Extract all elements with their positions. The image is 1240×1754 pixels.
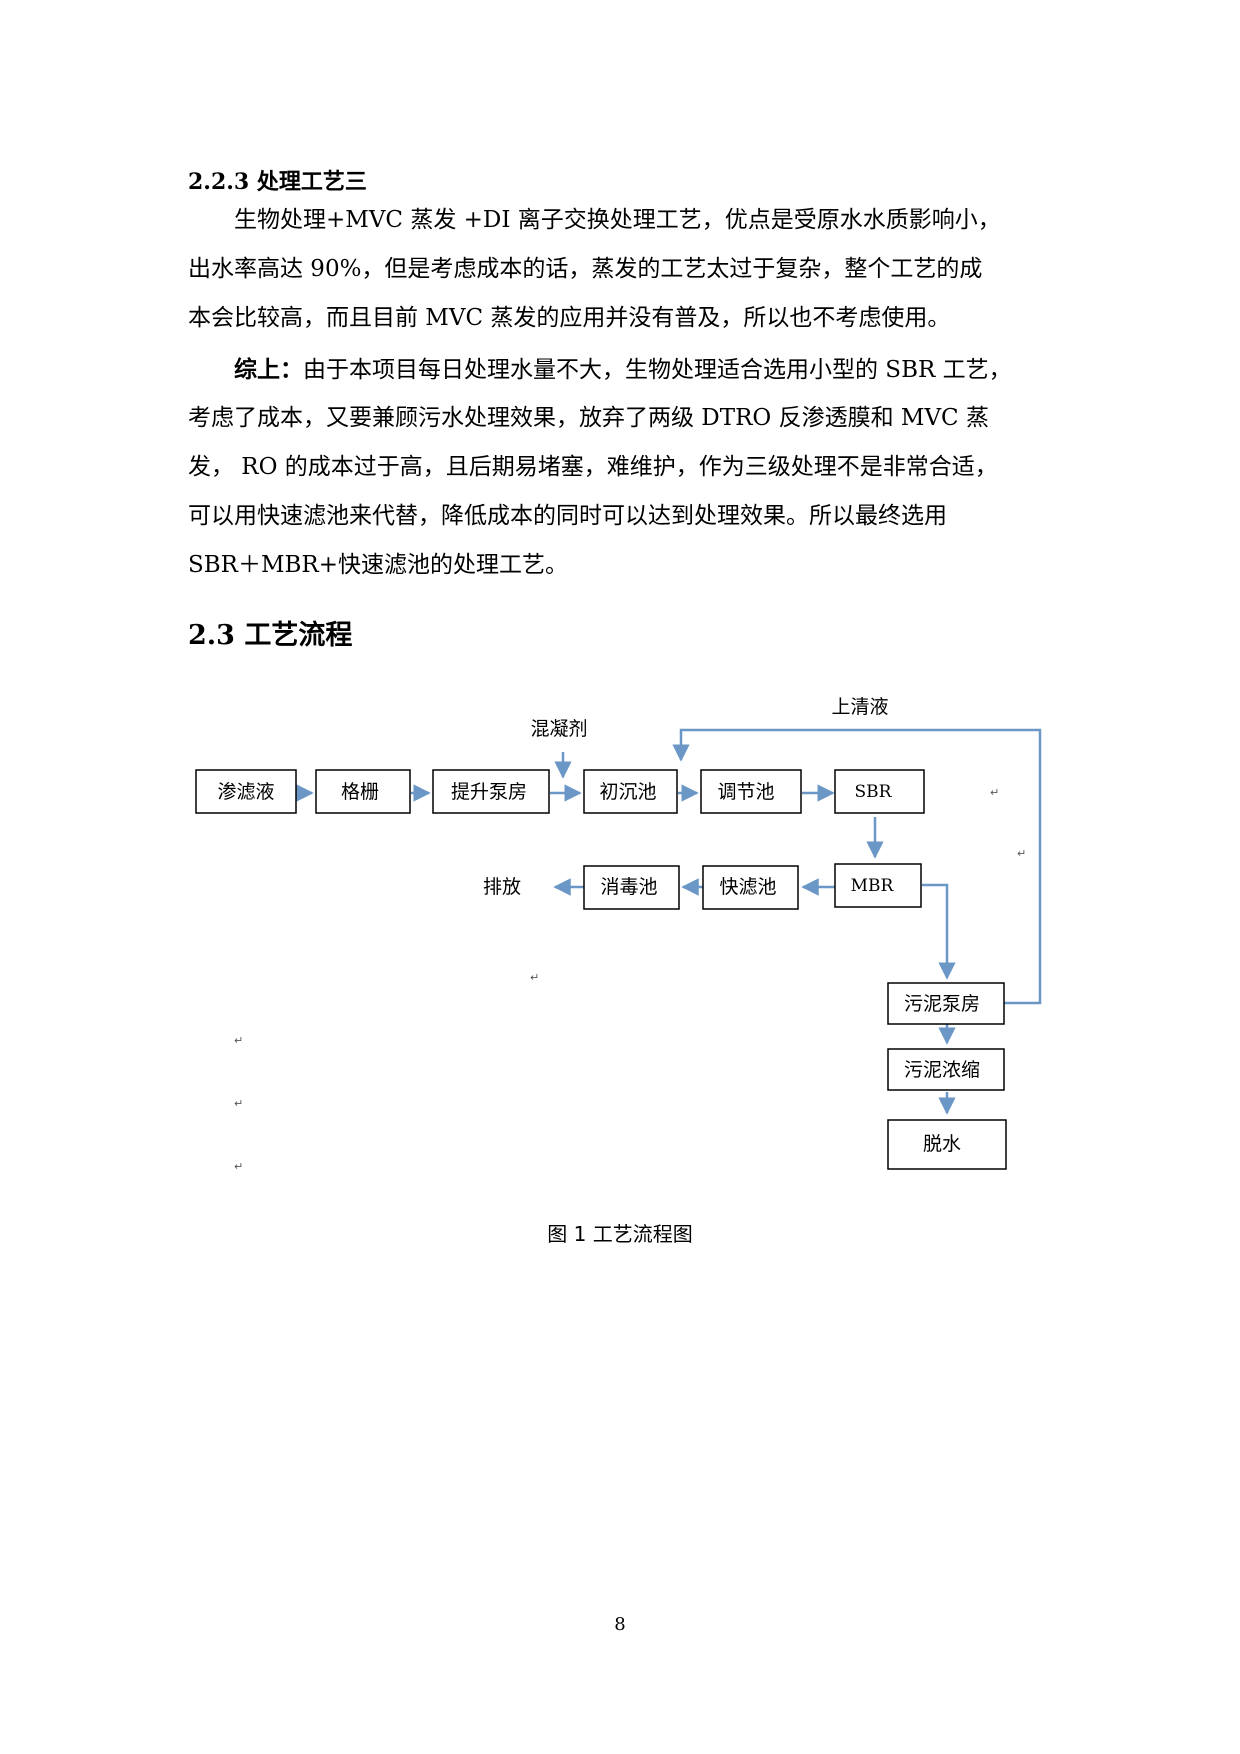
- paragraph-mark: ↵: [234, 1160, 243, 1173]
- label-dewater: 脱水: [923, 1133, 961, 1155]
- label-pump-house: 提升泵房: [451, 781, 527, 803]
- paragraph-mark: ↵: [234, 1034, 243, 1047]
- paragraph-line: 发， RO 的成本过于高，且后期易堵塞，难维护，作为三级处理不是非常合适，: [188, 454, 998, 480]
- label-sbr: SBR: [855, 782, 893, 802]
- label-leachate: 渗滤液: [217, 781, 274, 803]
- summary-text: 由于本项目每日处理水量不大，生物处理适合选用小型的 SBR 工艺，: [303, 357, 1012, 383]
- flow-arrows: [296, 728, 1042, 1115]
- label-sludge-pump: 污泥泵房: [904, 993, 980, 1015]
- label-coagulant: 混凝剂: [530, 718, 587, 740]
- label-primary-settling: 初沉池: [599, 781, 656, 803]
- section-heading-2-2-3: 2.2.3 处理工艺三: [188, 169, 367, 195]
- box-sbr: [834, 769, 925, 814]
- paragraph-line: SBR＋MBR+快速滤池的处理工艺。: [188, 552, 569, 578]
- paragraph-mark: ↵: [990, 786, 999, 799]
- box-sludge-thicken: [887, 1048, 1005, 1091]
- label-fast-filter: 快滤池: [719, 876, 776, 898]
- label-supernatant: 上清液: [831, 696, 888, 718]
- label-mbr: MBR: [851, 876, 895, 896]
- paragraph-line: 可以用快速滤池来代替，降低成本的同时可以达到处理效果。所以最终选用: [188, 503, 947, 529]
- flow-labels: 渗滤液 格栅 提升泵房 初沉池 调节池 SBR MBR 快滤池 消毒池 排放 污…: [217, 696, 980, 1155]
- box-grille: [315, 769, 411, 814]
- box-pump-house: [432, 769, 550, 814]
- box-mbr: [834, 863, 922, 908]
- label-discharge: 排放: [483, 876, 521, 898]
- paragraph-line: 出水率高达 90%，但是考虑成本的话，蒸发的工艺太过于复杂，整个工艺的成: [188, 256, 983, 282]
- paragraph-marks: ↵ ↵ ↵ ↵ ↵ ↵: [234, 786, 1026, 1173]
- paragraph-mark: ↵: [530, 971, 539, 984]
- arrow-supernatant-return: [672, 728, 1042, 1005]
- figure-caption: 图 1 工艺流程图: [547, 1222, 693, 1246]
- summary-lead: 综上：: [234, 356, 303, 383]
- flow-boxes: [195, 769, 1007, 1170]
- section-heading-2-3: 2.3 工艺流程: [188, 620, 353, 651]
- paragraph-line: 生物处理+MVC 蒸发 +DI 离子交换处理工艺，优点是受原水水质影响小，: [234, 207, 1001, 233]
- box-fast-filter: [702, 865, 799, 910]
- box-disinfection: [583, 865, 680, 910]
- box-sludge-pump: [887, 982, 1005, 1025]
- arrow-mbr-sludgepump: [922, 883, 956, 980]
- paragraph-process-three: 生物处理+MVC 蒸发 +DI 离子交换处理工艺，优点是受原水水质影响小， 出水…: [188, 196, 1060, 343]
- box-primary-settling: [583, 769, 678, 814]
- paragraph-summary: 综上：由于本项目每日处理水量不大，生物处理适合选用小型的 SBR 工艺， 考虑了…: [188, 345, 1060, 590]
- box-leachate: [195, 769, 297, 814]
- paragraph-line: 考虑了成本，又要兼顾污水处理效果，放弃了两级 DTRO 反渗透膜和 MVC 蒸: [188, 405, 989, 431]
- box-regulating: [700, 769, 802, 814]
- paragraph-line: 综上：由于本项目每日处理水量不大，生物处理适合选用小型的 SBR 工艺，: [188, 345, 1060, 394]
- box-dewater: [887, 1119, 1007, 1170]
- paragraph-line: 本会比较高，而且目前 MVC 蒸发的应用并没有普及，所以也不考虑使用。: [188, 305, 951, 331]
- page-number: 8: [614, 1614, 626, 1635]
- label-disinfection: 消毒池: [600, 876, 657, 898]
- paragraph-mark: ↵: [1017, 847, 1026, 860]
- label-grille: 格栅: [341, 781, 379, 803]
- paragraph-mark: ↵: [234, 1097, 243, 1110]
- label-sludge-thicken: 污泥浓缩: [904, 1059, 980, 1081]
- label-regulating: 调节池: [717, 781, 774, 803]
